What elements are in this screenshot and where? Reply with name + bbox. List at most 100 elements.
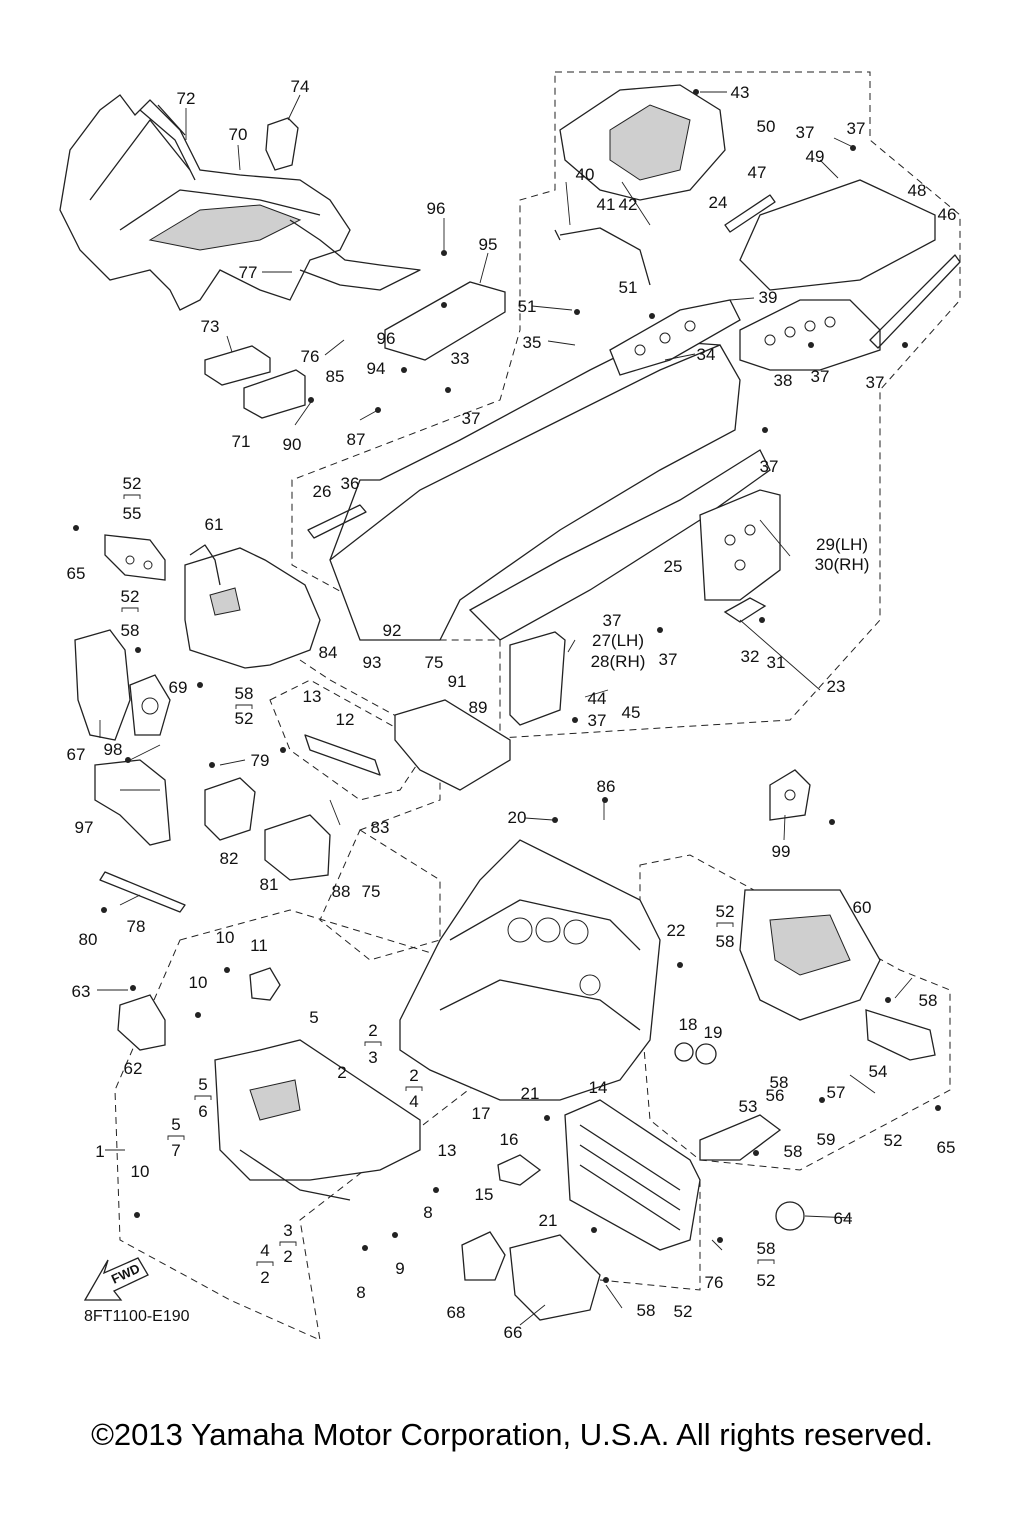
part-callout-88: 88 bbox=[332, 882, 351, 901]
part-callout-98: 98 bbox=[104, 740, 123, 759]
parts-exploded-diagram: FWD 727470777376718590879496969533374340… bbox=[59, 71, 961, 1340]
part-callout-10b: 10 bbox=[189, 973, 208, 992]
part-callout-17: 17 bbox=[472, 1104, 491, 1123]
fwd-direction-arrow: FWD bbox=[83, 1257, 149, 1301]
part-callout-20: 20 bbox=[508, 808, 527, 827]
part-callout-5c: 5 bbox=[171, 1115, 180, 1134]
part-callout-83: 83 bbox=[371, 818, 390, 837]
part-callout-32: 32 bbox=[741, 647, 760, 666]
part-callout-76b: 76 bbox=[705, 1273, 724, 1292]
part-callout-29: 29(LH) bbox=[816, 535, 868, 554]
part-callout-27: 27(LH) bbox=[592, 631, 644, 650]
part-callout-81: 81 bbox=[260, 875, 279, 894]
part-callout-58g: 58 bbox=[757, 1239, 776, 1258]
part-callout-65b: 65 bbox=[937, 1138, 956, 1157]
part-callout-2c: 2 bbox=[409, 1066, 418, 1085]
part-callout-5a: 5 bbox=[309, 1008, 318, 1027]
part-callout-38: 38 bbox=[774, 371, 793, 390]
part-callout-31: 31 bbox=[767, 653, 786, 672]
part-callout-36: 36 bbox=[341, 474, 360, 493]
group-bracket bbox=[757, 1259, 775, 1264]
part-callout-47: 47 bbox=[748, 163, 767, 182]
part-callout-85: 85 bbox=[326, 367, 345, 386]
part-callout-71: 71 bbox=[232, 432, 251, 451]
part-callout-63: 63 bbox=[72, 982, 91, 1001]
part-callout-37f: 37 bbox=[760, 457, 779, 476]
part-callout-90: 90 bbox=[283, 435, 302, 454]
part-callout-10c: 10 bbox=[131, 1162, 150, 1181]
group-bracket bbox=[194, 1095, 212, 1100]
part-callout-10a: 10 bbox=[216, 928, 235, 947]
part-callout-52c: 52 bbox=[235, 709, 254, 728]
part-callout-80: 80 bbox=[79, 930, 98, 949]
part-callout-8b: 8 bbox=[356, 1283, 365, 1302]
part-callout-79: 79 bbox=[251, 751, 270, 770]
part-callout-21b: 21 bbox=[539, 1211, 558, 1230]
part-callout-6: 6 bbox=[198, 1102, 207, 1121]
fasteners bbox=[73, 89, 941, 1283]
part-callout-95: 95 bbox=[479, 235, 498, 254]
part-callout-58a: 58 bbox=[121, 621, 140, 640]
part-callout-60: 60 bbox=[853, 898, 872, 917]
part-callout-33: 33 bbox=[451, 349, 470, 368]
part-callout-96a: 96 bbox=[427, 199, 446, 218]
part-callout-55: 55 bbox=[123, 504, 142, 523]
part-callout-99: 99 bbox=[772, 842, 791, 861]
part-callout-18: 18 bbox=[679, 1015, 698, 1034]
part-callout-11: 11 bbox=[250, 936, 268, 955]
group-bracket bbox=[716, 922, 734, 927]
part-callout-56: 56 bbox=[766, 1086, 785, 1105]
part-callout-57: 57 bbox=[827, 1083, 846, 1102]
part-callout-8a: 8 bbox=[423, 1203, 432, 1222]
group-bracket bbox=[256, 1261, 274, 1266]
part-callout-25: 25 bbox=[664, 557, 683, 576]
part-callout-91: 91 bbox=[448, 672, 467, 691]
part-callout-44: 44 bbox=[588, 689, 607, 708]
group-bracket bbox=[121, 607, 139, 612]
part-callout-87: 87 bbox=[347, 430, 366, 449]
part-callout-72: 72 bbox=[177, 89, 196, 108]
part-callout-37c: 37 bbox=[847, 119, 866, 138]
part-callout-58b: 58 bbox=[235, 684, 254, 703]
part-callout-46: 46 bbox=[938, 205, 957, 224]
front-hood-assembly bbox=[59, 94, 421, 419]
group-bracket bbox=[123, 494, 141, 499]
part-callout-43: 43 bbox=[731, 83, 750, 102]
part-callout-84: 84 bbox=[319, 643, 338, 662]
part-callout-61: 61 bbox=[205, 515, 224, 534]
part-callout-3b: 3 bbox=[283, 1221, 292, 1240]
part-callout-4a: 4 bbox=[409, 1092, 418, 1111]
part-callout-26: 26 bbox=[313, 482, 332, 501]
part-callout-30: 30(RH) bbox=[815, 555, 870, 574]
part-callout-12: 12 bbox=[336, 710, 355, 729]
part-callout-2d: 2 bbox=[283, 1247, 292, 1266]
part-callout-52e: 52 bbox=[884, 1131, 903, 1150]
part-callout-75a: 75 bbox=[425, 653, 444, 672]
part-callout-19: 19 bbox=[704, 1023, 723, 1042]
part-callout-50: 50 bbox=[757, 117, 776, 136]
part-callout-37h: 37 bbox=[659, 650, 678, 669]
part-callout-96b: 96 bbox=[377, 329, 396, 348]
part-callout-49: 49 bbox=[806, 147, 825, 166]
part-callout-70: 70 bbox=[229, 125, 248, 144]
part-callout-14: 14 bbox=[589, 1078, 608, 1097]
copyright-notice: ©2013 Yamaha Motor Corporation, U.S.A. A… bbox=[91, 1417, 933, 1452]
steering-parts bbox=[204, 734, 381, 881]
part-callout-75b: 75 bbox=[362, 882, 381, 901]
part-callout-52g: 52 bbox=[674, 1302, 693, 1321]
part-callout-7: 7 bbox=[171, 1141, 180, 1160]
part-callout-2e: 2 bbox=[260, 1268, 269, 1287]
part-callout-35: 35 bbox=[523, 333, 542, 352]
part-callout-37d: 37 bbox=[811, 367, 830, 386]
group-bracket bbox=[235, 704, 253, 709]
part-callout-78: 78 bbox=[127, 917, 146, 936]
part-callout-22: 22 bbox=[667, 921, 686, 940]
part-callout-5b: 5 bbox=[198, 1075, 207, 1094]
part-callout-21a: 21 bbox=[521, 1084, 540, 1103]
leader-lines bbox=[97, 91, 913, 1326]
group-bracket bbox=[405, 1086, 423, 1091]
part-callout-39: 39 bbox=[759, 288, 778, 307]
part-callout-51a: 51 bbox=[518, 297, 537, 316]
part-callout-45: 45 bbox=[622, 703, 641, 722]
